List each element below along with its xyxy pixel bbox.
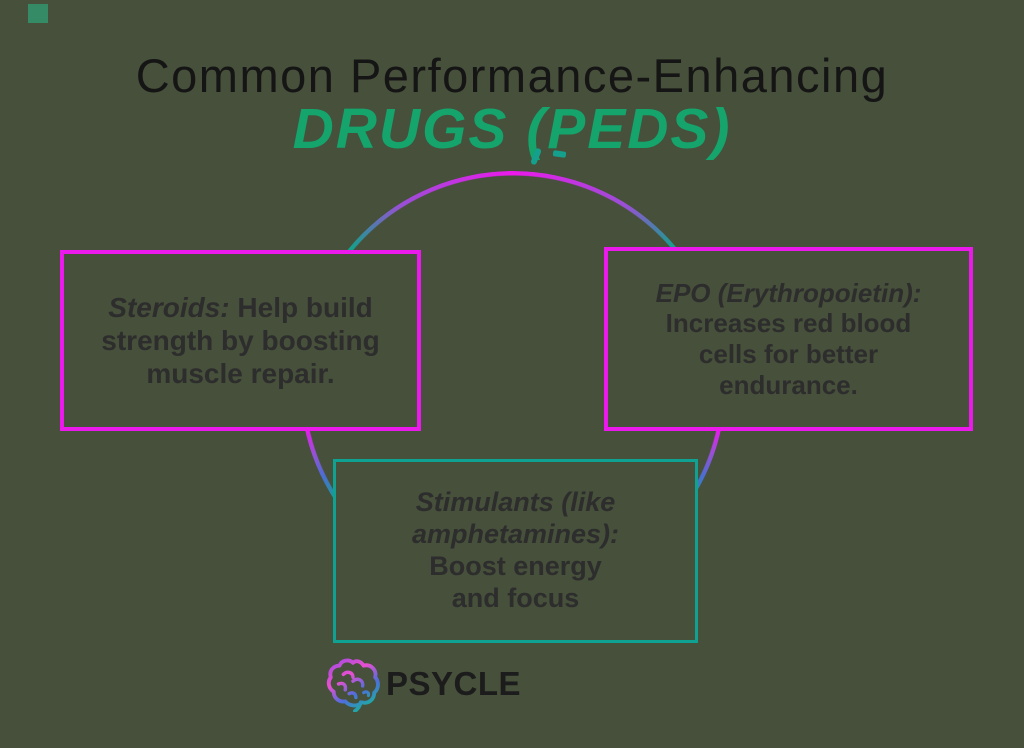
box-text-line: muscle repair. [146,358,335,390]
psycle-logo: PSYCLE [326,656,521,712]
page-subtitle: DRUGS (PEDS) [292,97,732,161]
brain-icon [326,658,380,712]
box-text-line: endurance. [719,369,858,400]
box-text-line: and focus [451,582,580,613]
page-title: Common Performance-Enhancing [135,49,889,102]
box-text-line: Steroids: Help build [108,291,373,323]
box-text-line: strength by boosting [101,324,380,356]
box-text-line: Stimulants (like [415,487,616,518]
box-text-line: cells for better [698,339,879,369]
epo-box: EPO (Erythropoietin):Increases red blood… [604,247,973,431]
logo-text: PSYCLE [386,665,522,702]
corner-accent-square [28,4,48,23]
box-text-line: Increases red blood [665,308,912,339]
box-text-line: amphetamines): [411,519,620,550]
box-text-line: EPO (Erythropoietin): [655,277,922,308]
box-text-line: Boost energy [429,551,602,581]
